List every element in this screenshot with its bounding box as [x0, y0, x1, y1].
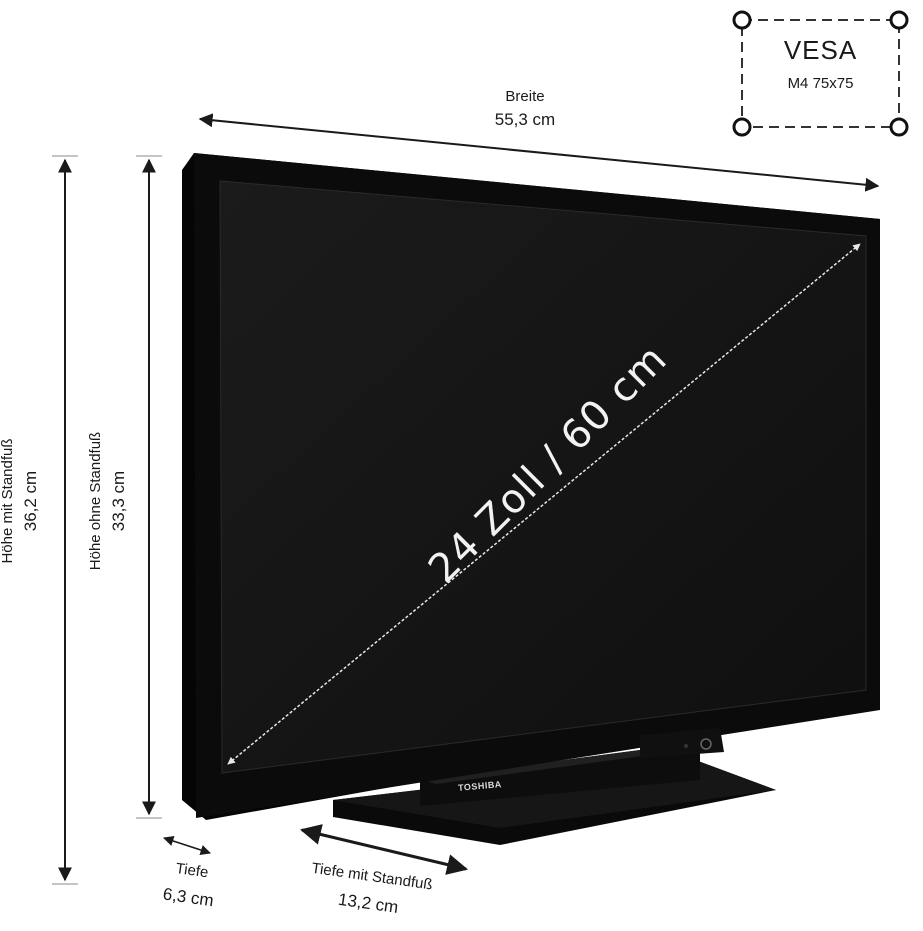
height-with-stand-arrow	[52, 155, 78, 885]
height-without-stand-value: 33,3 cm	[108, 470, 128, 532]
height-without-stand-label: Höhe ohne Standfuß 33,3 cm	[87, 401, 129, 601]
height-with-stand-value: 36,2 cm	[20, 470, 40, 532]
width-title: Breite	[505, 88, 545, 105]
ir-sensor-icon	[684, 744, 688, 748]
height-with-stand-title: Höhe mit Standfuß	[0, 438, 16, 564]
height-without-stand-arrow	[136, 155, 162, 819]
width-arrow	[198, 113, 880, 192]
vesa-label: VESA M4 75x75	[742, 34, 899, 93]
depth-with-stand-arrow	[299, 824, 469, 875]
vesa-hole-icon	[732, 10, 752, 30]
width-label: Breite 55,3 cm	[450, 88, 600, 130]
vesa-hole-icon	[889, 117, 909, 137]
vesa-hole-icon	[732, 117, 752, 137]
depth-arrow	[163, 835, 211, 856]
height-with-stand-label: Höhe mit Standfuß 36,2 cm	[0, 401, 41, 601]
vesa-hole-icon	[889, 10, 909, 30]
width-value: 55,3 cm	[494, 109, 556, 129]
height-without-stand-title: Höhe ohne Standfuß	[87, 431, 104, 571]
diagonal-arrow	[227, 243, 861, 765]
vesa-title: VESA	[783, 35, 858, 65]
vesa-spec: M4 75x75	[787, 74, 854, 92]
